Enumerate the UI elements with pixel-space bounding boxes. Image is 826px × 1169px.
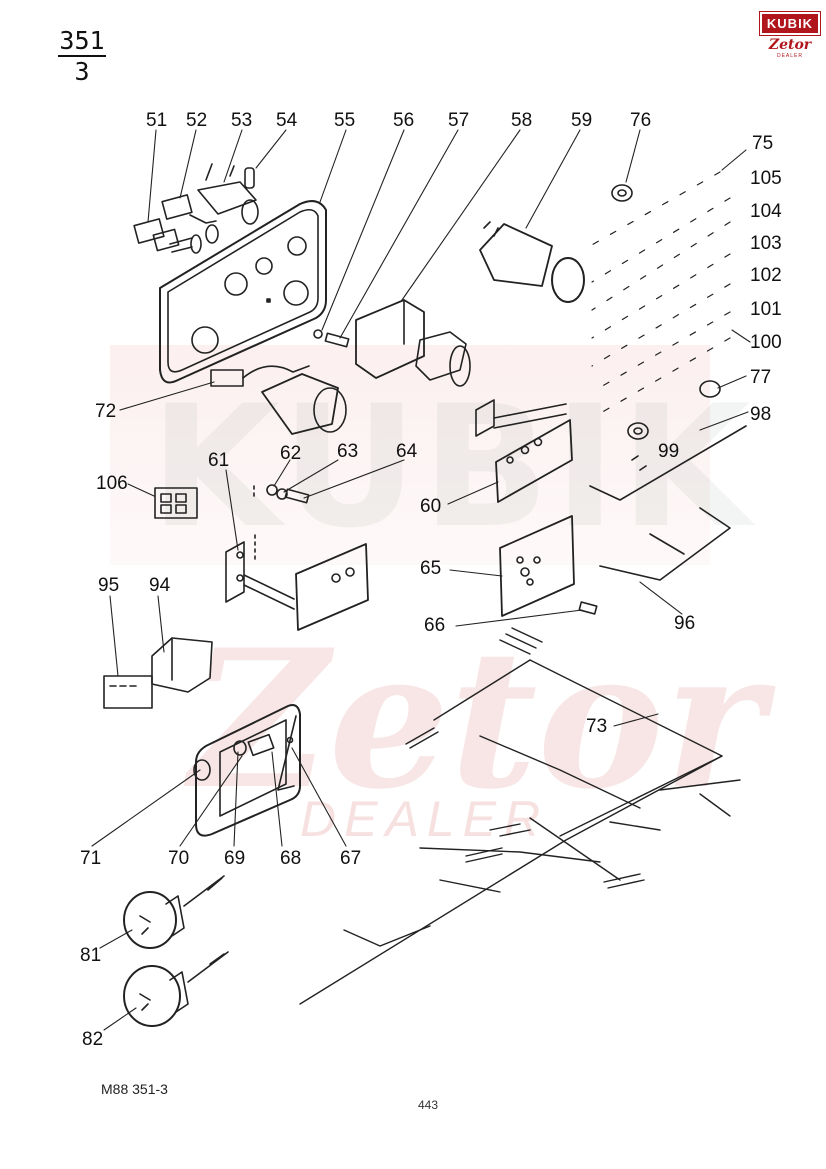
sheet-number: 351 3 xyxy=(58,26,106,86)
watermark-dealer: DEALER xyxy=(300,791,549,847)
switch-51-52 xyxy=(133,194,219,254)
callout-68: 68 xyxy=(280,848,302,869)
callout-64: 64 xyxy=(396,441,418,462)
logo-dealer: DEALER xyxy=(776,53,803,59)
callout-104: 104 xyxy=(750,201,782,222)
connector-94 xyxy=(151,637,213,693)
callout-61: 61 xyxy=(208,450,230,471)
sheet-number-bottom: 3 xyxy=(74,57,90,86)
bracket-60 xyxy=(475,399,573,503)
watermark-kubik: KUBIK xyxy=(150,369,755,565)
kubik-zetor-logo: KUBIK Zetor DEALER xyxy=(759,11,821,60)
cigarette-lighter-59 xyxy=(479,221,585,303)
connector-106 xyxy=(154,487,198,519)
callout-51: 51 xyxy=(146,110,168,131)
callout-76: 76 xyxy=(630,110,652,131)
callout-70: 70 xyxy=(168,848,190,869)
callout-81: 81 xyxy=(80,945,102,966)
gauge-82 xyxy=(123,951,229,1027)
logo-brand: KUBIK xyxy=(759,11,821,36)
sheet-number-top: 351 xyxy=(58,26,106,57)
switch-72 xyxy=(210,365,347,435)
bracket-61 xyxy=(225,541,369,631)
callout-69: 69 xyxy=(224,848,246,869)
switch-53 xyxy=(197,163,259,225)
leader-lines xyxy=(91,129,751,1031)
callout-65: 65 xyxy=(420,558,442,579)
callout-52: 52 xyxy=(186,110,208,131)
callout-53: 53 xyxy=(231,110,253,131)
callout-58: 58 xyxy=(511,110,533,131)
callout-77: 77 xyxy=(750,367,772,388)
callout-67: 67 xyxy=(340,848,362,869)
callout-63: 63 xyxy=(337,441,359,462)
callout-66: 66 xyxy=(424,615,446,636)
instrument-panel xyxy=(159,200,327,384)
bolt-56-57 xyxy=(313,329,350,348)
handle-67-71 xyxy=(193,704,301,837)
bulb-54 xyxy=(244,167,255,189)
callout-105: 105 xyxy=(750,168,782,189)
knob-77 xyxy=(699,380,721,398)
cable-96 xyxy=(599,507,731,581)
grommet-76 xyxy=(611,184,633,202)
callout-55: 55 xyxy=(334,110,356,131)
watermark-band xyxy=(110,345,710,565)
callout-72: 72 xyxy=(95,401,117,422)
callout-102: 102 xyxy=(750,265,782,286)
logo-sub: Zetor xyxy=(768,37,812,53)
callout-71: 71 xyxy=(80,848,102,869)
callout-60: 60 xyxy=(420,496,442,517)
callout-106: 106 xyxy=(96,473,128,494)
callout-82: 82 xyxy=(82,1029,104,1050)
grommet-99 xyxy=(627,422,649,440)
footer-page-number: 443 xyxy=(418,1098,439,1112)
callout-59: 59 xyxy=(571,110,593,131)
callout-96: 96 xyxy=(674,613,696,634)
callout-103: 103 xyxy=(750,233,782,254)
callout-94: 94 xyxy=(149,575,171,596)
screw-66 xyxy=(578,601,598,615)
callout-100: 100 xyxy=(750,332,782,353)
callout-54: 54 xyxy=(276,110,298,131)
wiring-harness-73 xyxy=(299,627,741,1005)
bulb-wires xyxy=(589,171,731,419)
screw-62-64 xyxy=(253,484,310,560)
cable-98 xyxy=(589,425,747,501)
callout-56: 56 xyxy=(393,110,415,131)
connector-95 xyxy=(103,675,153,709)
main-switch-58 xyxy=(355,299,471,387)
gauge-81 xyxy=(123,875,225,949)
callout-75: 75 xyxy=(752,133,774,154)
callout-95: 95 xyxy=(98,575,120,596)
callout-98: 98 xyxy=(750,404,772,425)
callout-99: 99 xyxy=(658,441,680,462)
footer-code: M88 351-3 xyxy=(101,1081,168,1097)
plate-65 xyxy=(499,515,575,617)
callout-62: 62 xyxy=(280,443,302,464)
callout-101: 101 xyxy=(750,299,782,320)
callout-73: 73 xyxy=(586,716,608,737)
callout-57: 57 xyxy=(448,110,470,131)
